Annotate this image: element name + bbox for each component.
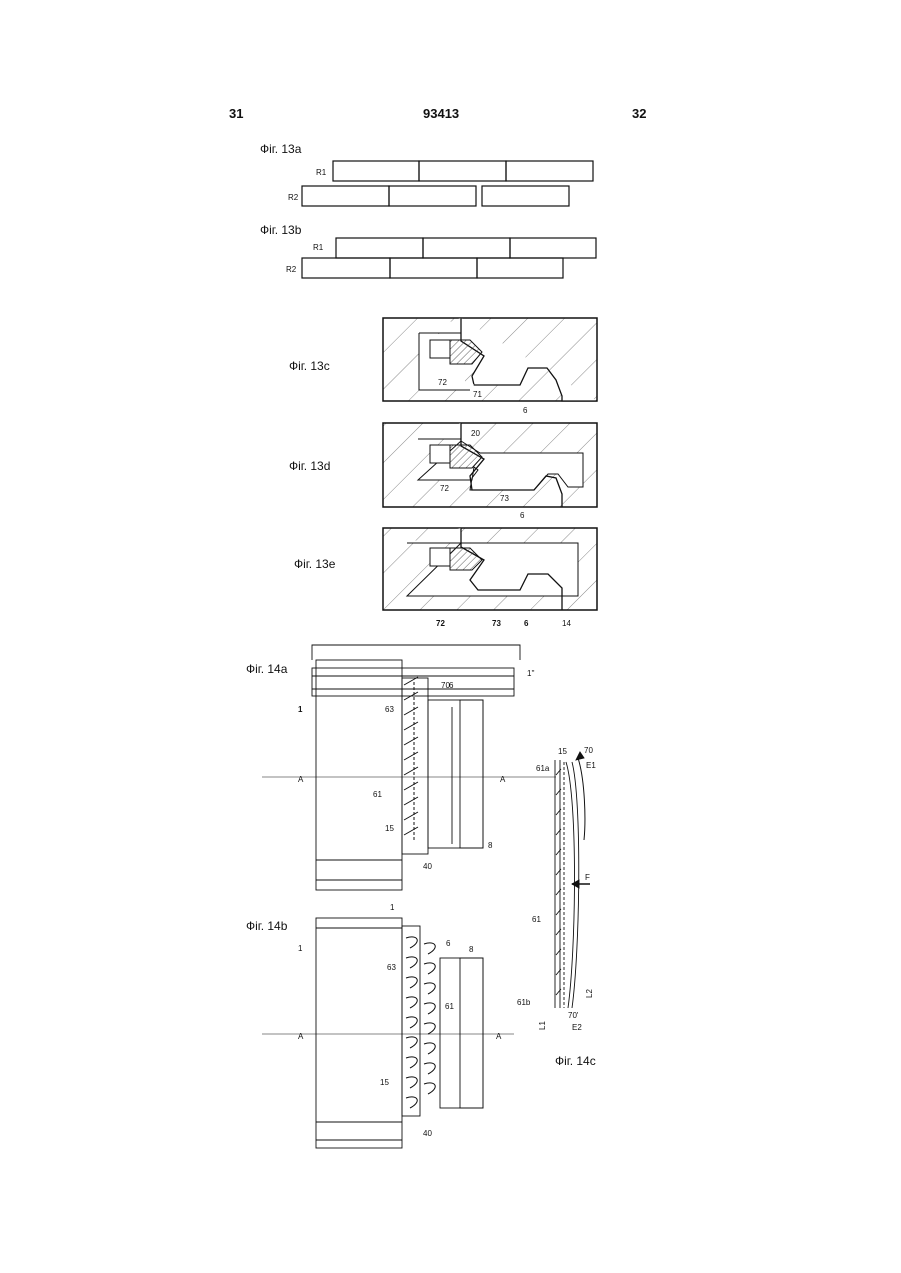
fig-14c-label-15: 15 xyxy=(558,747,567,756)
fig-13b-caption: Фіг. 13b xyxy=(260,223,302,237)
fig-13e-label-73: 73 xyxy=(492,619,501,628)
fig-14b-label-63: 63 xyxy=(387,963,396,972)
fig-13a-row1: R1 xyxy=(316,168,327,177)
fig-13e-label-14: 14 xyxy=(562,619,571,628)
fig-14b-label-15: 15 xyxy=(380,1078,389,1087)
fig-13e-caption: Фіг. 13e xyxy=(294,557,336,571)
fig-13d: Фіг. 13d 20 72 73 6 xyxy=(289,423,597,520)
fig-14a: Фіг. 14a 70 1'' 6 1 63 A A 61 15 8 40 xyxy=(246,645,556,890)
fig-14c-caption: Фіг. 14c xyxy=(555,1054,596,1068)
fig-14a-label-1pp: 1'' xyxy=(527,669,535,678)
fig-13d-label-73: 73 xyxy=(500,494,509,503)
fig-13d-caption: Фіг. 13d xyxy=(289,459,330,473)
fig-14c-label-61b: 61b xyxy=(517,998,531,1007)
fig-14c-label-E1: E1 xyxy=(586,761,596,770)
fig-14a-teeth xyxy=(404,677,418,842)
fig-14c-label-L2: L2 xyxy=(585,989,594,998)
fig-14a-label-1: 1 xyxy=(298,705,303,714)
fig-13c-caption: Фіг. 13c xyxy=(289,359,330,373)
fig-14a-label-63: 63 xyxy=(385,705,394,714)
fig-14b-label-8: 8 xyxy=(469,945,474,954)
fig-14a-label-15: 15 xyxy=(385,824,394,833)
fig-14b-label-6: 6 xyxy=(446,939,451,948)
fig-14b-label-A-left: A xyxy=(298,1032,304,1041)
fig-14b-label-A-right: A xyxy=(496,1032,502,1041)
fig-13d-label-72: 72 xyxy=(440,484,449,493)
fig-14b-label-40: 40 xyxy=(423,1129,432,1138)
fig-14a-label-61: 61 xyxy=(373,790,382,799)
fig-13d-label-20: 20 xyxy=(471,429,480,438)
fig-13c-label-71: 71 xyxy=(473,390,482,399)
fig-13b: Фіг. 13b R1 R2 xyxy=(260,223,596,278)
fig-14a-label-6: 6 xyxy=(449,681,454,690)
fig-14a-label-A-left: A xyxy=(298,775,304,784)
fig-13e: Фіг. 13e 72 73 6 14 xyxy=(294,528,597,628)
fig-13d-label-6: 6 xyxy=(520,511,525,520)
fig-13c: Фіг. 13c 72 71 6 xyxy=(289,318,597,415)
fig-14c-label-61: 61 xyxy=(532,915,541,924)
fig-14c-label-70: 70 xyxy=(584,746,593,755)
fig-14c-label-70prime: 70' xyxy=(568,1011,579,1020)
fig-14c: Фіг. 14c 15 70 61a E1 F 61 L2 61b 70' E2… xyxy=(517,746,596,1068)
fig-14c-label-E2: E2 xyxy=(572,1023,582,1032)
fig-13b-row1: R1 xyxy=(313,243,324,252)
fig-13e-label-6: 6 xyxy=(524,619,529,628)
fig-14a-label-8: 8 xyxy=(488,841,493,850)
fig-14a-label-A-right: A xyxy=(500,775,506,784)
fig-14b-label-1: 1 xyxy=(298,944,303,953)
fig-14b-label-61: 61 xyxy=(445,1002,454,1011)
fig-13e-label-72: 72 xyxy=(436,619,445,628)
fig-14a-label-40: 40 xyxy=(423,862,432,871)
fig-13b-row2: R2 xyxy=(286,265,297,274)
fig-14b-teeth xyxy=(406,937,435,1108)
fig-14c-label-L1: L1 xyxy=(538,1021,547,1030)
fig-13a-row2: R2 xyxy=(288,193,299,202)
fig-13a: Фіг. 13a R1 R2 xyxy=(260,142,593,206)
fig-13c-label-6: 6 xyxy=(523,406,528,415)
fig-13c-label-72: 72 xyxy=(438,378,447,387)
fig-14c-label-61a: 61a xyxy=(536,764,550,773)
fig-14b-label-1-top: 1 xyxy=(390,903,395,912)
fig-14b: Фіг. 14b 1 6 8 1 63 61 A A 15 40 xyxy=(246,903,514,1148)
fig-14a-caption: Фіг. 14a xyxy=(246,662,288,676)
fig-14b-caption: Фіг. 14b xyxy=(246,919,288,933)
fig-14c-label-F: F xyxy=(585,873,590,882)
fig-13a-caption: Фіг. 13a xyxy=(260,142,302,156)
